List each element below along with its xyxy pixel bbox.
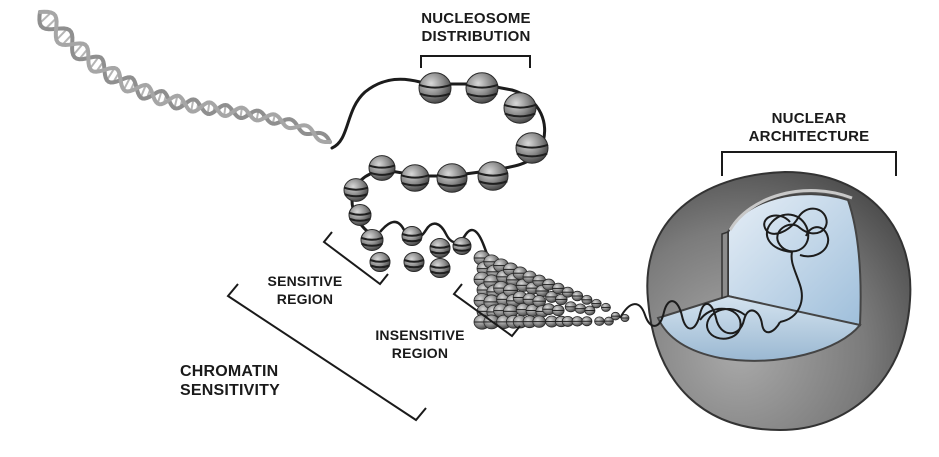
- nucleosome: [504, 93, 536, 123]
- nucleosome: [370, 253, 390, 272]
- fiber-bead: [592, 299, 602, 308]
- nucleosome: [349, 205, 371, 226]
- nuclear-architecture-line2: ARCHITECTURE: [724, 128, 894, 146]
- fiber-bead: [595, 317, 605, 326]
- chromatin-sensitivity-line2: SENSITIVITY: [180, 381, 310, 400]
- fiber-bead: [611, 312, 620, 320]
- condensed-chromatin-fiber: [474, 251, 629, 329]
- insensitive-region-label: INSENSITIVE REGION: [358, 326, 482, 362]
- nucleosome: [404, 253, 424, 272]
- nuclear-architecture-line1: NUCLEAR: [724, 110, 894, 128]
- nucleosome: [453, 237, 471, 254]
- fiber-bead: [565, 302, 576, 312]
- nucleosome: [344, 179, 368, 202]
- fiber-bead: [601, 303, 610, 311]
- dna-double-helix: [39, 12, 330, 142]
- fiber-bead: [533, 295, 546, 307]
- nucleosome-distribution-line1: NUCLEOSOME: [400, 10, 552, 28]
- nucleosome: [430, 239, 450, 258]
- nucleosome: [369, 156, 395, 181]
- nucleosome: [402, 227, 422, 246]
- fiber-bead: [572, 317, 583, 327]
- nucleus-cutaway: [647, 172, 910, 430]
- fiber-bead: [582, 295, 592, 304]
- bracket-nucleosome-distribution: [421, 56, 530, 68]
- nucleosome: [437, 164, 467, 193]
- chromatin-sensitivity-line1: CHROMATIN: [180, 362, 310, 381]
- sensitive-region-line2: REGION: [250, 290, 360, 308]
- bracket-nuclear-architecture: [722, 152, 896, 176]
- nucleosome: [401, 165, 429, 192]
- nucleosome: [516, 133, 548, 163]
- nucleosome: [430, 259, 450, 278]
- fiber-bead: [575, 304, 586, 314]
- nucleosome: [419, 73, 451, 103]
- nucleosome: [478, 162, 508, 191]
- fiber-bead: [533, 316, 546, 328]
- nucleosomes-middle: [344, 156, 508, 202]
- fiber-bead: [552, 305, 564, 316]
- insensitive-region-line1: INSENSITIVE: [358, 326, 482, 344]
- chromatin-sensitivity-label: CHROMATIN SENSITIVITY: [180, 362, 310, 400]
- sensitive-region-line1: SENSITIVE: [250, 272, 360, 290]
- sensitive-region-label: SENSITIVE REGION: [250, 272, 360, 308]
- fiber-bead: [572, 291, 583, 301]
- nucleosome: [466, 73, 498, 103]
- nucleosomes-upper: [419, 73, 548, 163]
- nucleosome-distribution-line2: DISTRIBUTION: [400, 28, 552, 46]
- insensitive-region-line2: REGION: [358, 344, 482, 362]
- nucleosome-distribution-label: NUCLEOSOME DISTRIBUTION: [400, 10, 552, 46]
- nucleosome: [361, 230, 383, 251]
- nuclear-architecture-label: NUCLEAR ARCHITECTURE: [724, 110, 894, 146]
- fiber-bead: [582, 317, 592, 326]
